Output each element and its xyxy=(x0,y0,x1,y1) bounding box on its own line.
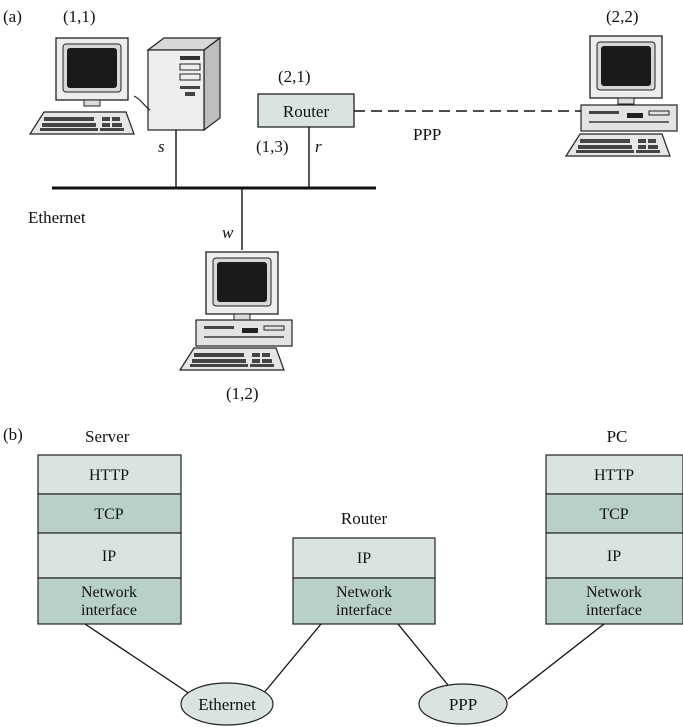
pc-stack-title: PC xyxy=(607,427,628,446)
router-stack-title: Router xyxy=(341,509,388,528)
server-layer-http: HTTP xyxy=(89,467,129,484)
ppp-network-node xyxy=(418,683,508,725)
pc-layer-interface: interface xyxy=(586,602,642,619)
tap-r-label: r xyxy=(315,137,322,156)
ppp-network-label: PPP xyxy=(449,695,477,714)
part-a-label: (a) xyxy=(3,7,22,26)
host-1-1: (1,1) s xyxy=(29,7,222,188)
server-layer-network: Network xyxy=(81,584,137,601)
server-stack-title: Server xyxy=(85,427,130,446)
tap-s-label: s xyxy=(158,137,165,156)
router-layer-ip: IP xyxy=(357,550,371,567)
server-layer-interface: interface xyxy=(81,602,137,619)
ethernet-network-label: Ethernet xyxy=(198,695,256,714)
pc-layer-ip: IP xyxy=(607,548,621,565)
router-layer-network: Network xyxy=(336,584,392,601)
part-b-label: (b) xyxy=(3,425,23,444)
ethernet-network-node xyxy=(180,682,274,726)
pc-layer-tcp: TCP xyxy=(599,506,628,523)
server-layer-tcp: TCP xyxy=(94,506,123,523)
router-layer-interface: interface xyxy=(336,602,392,619)
pc-layer-http: HTTP xyxy=(594,467,634,484)
tap-w-label: w xyxy=(222,223,234,242)
router-node: (2,1) Router (1,3) r xyxy=(256,67,355,188)
ethernet-label: Ethernet xyxy=(28,208,86,227)
host-1-1-address: (1,1) xyxy=(63,7,96,26)
host-2-2: (2,2) xyxy=(565,7,678,157)
ppp-link-label: PPP xyxy=(413,125,441,144)
router-label: Router xyxy=(283,102,330,121)
router-address: (2,1) xyxy=(278,67,311,86)
pc-stack: PC HTTP TCP IP Network interface xyxy=(545,427,683,625)
host-1-2: w (1,2) xyxy=(179,188,293,403)
router-stack: Router IP Network interface xyxy=(292,509,436,625)
server-stack: Server HTTP TCP IP Network interface xyxy=(37,427,182,625)
pc-to-ppp-line xyxy=(507,623,605,700)
server-to-ethernet-line xyxy=(84,623,191,695)
router-to-ethernet-line xyxy=(262,623,322,695)
router-to-ppp-line xyxy=(397,623,453,691)
host-1-2-address: (1,2) xyxy=(226,384,259,403)
server-layer-ip: IP xyxy=(102,548,116,565)
pc-layer-network: Network xyxy=(586,584,642,601)
router-box xyxy=(257,93,355,128)
router-port-address: (1,3) xyxy=(256,137,289,156)
host-2-2-address: (2,2) xyxy=(606,7,639,26)
server-tower-icon xyxy=(146,36,222,132)
